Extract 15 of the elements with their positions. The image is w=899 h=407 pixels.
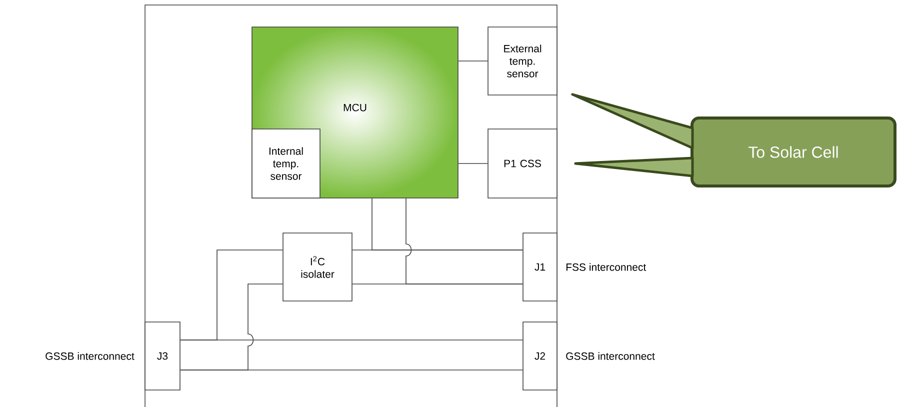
- callout-box: To Solar Cell: [690, 116, 896, 188]
- connector-box: J1: [522, 232, 558, 302]
- interface-label: GSSB interconnect: [566, 352, 655, 360]
- interface-label: GSSB interconnect: [46, 352, 134, 360]
- sensor-box: External temp. sensor: [488, 26, 558, 96]
- wire: [458, 163, 488, 164]
- connector-box: J2: [522, 322, 558, 390]
- isolator-box: I$^{2}$C isolater: [282, 232, 352, 302]
- css-box: P1 CSS: [488, 128, 558, 198]
- interface-label: FSS interconnect: [566, 263, 646, 271]
- sensor-box: Internal temp. sensor: [252, 128, 320, 198]
- callout-pointer: [574, 156, 694, 178]
- callout-pointer: [571, 93, 694, 150]
- wire: [458, 60, 488, 62]
- connector-box: J3: [144, 322, 180, 390]
